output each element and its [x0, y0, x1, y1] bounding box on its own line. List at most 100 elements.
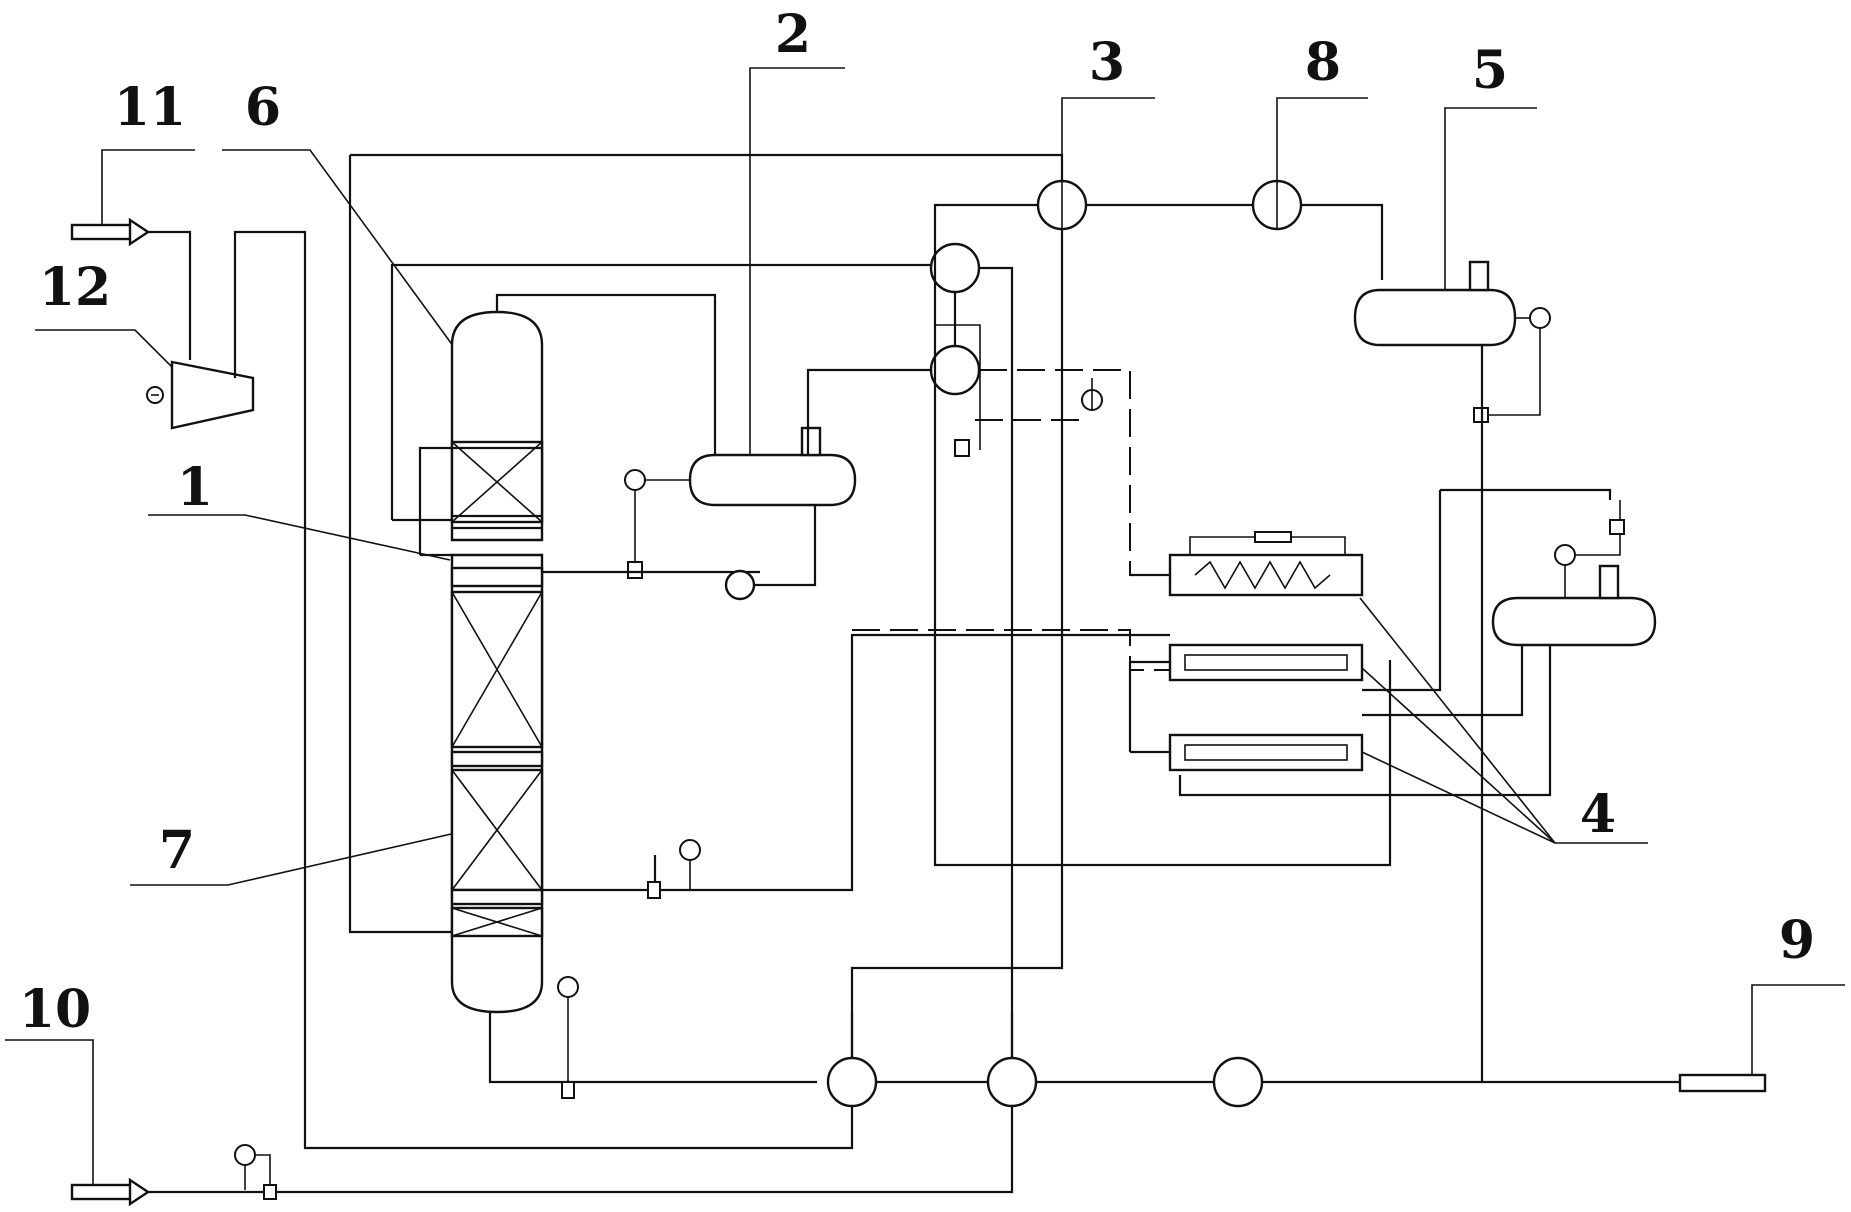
blower-body: [170, 360, 255, 430]
label-5-leader: [1444, 107, 1537, 320]
label-7-text: 7: [159, 820, 195, 881]
column-7-lower: [450, 553, 544, 1014]
vessel-right: [1178, 500, 1657, 797]
label-1-text: 1: [177, 457, 213, 518]
vessel-2-gauge-icon: [624, 469, 646, 491]
label-3: 3: [1061, 32, 1155, 205]
distributor-3: [450, 888, 544, 906]
exchanger-bottom-1-shell: [826, 1056, 878, 1108]
heater-4c: [1128, 662, 1364, 772]
outlet-9: [1678, 1073, 1767, 1093]
line-10-feed: [148, 1012, 1014, 1194]
label-8-text: 8: [1305, 32, 1341, 93]
label-9-text: 9: [1779, 910, 1815, 971]
label-6-text: 6: [245, 77, 281, 138]
pump-icon: [724, 569, 756, 601]
heater-4a-terminal-icon: [1254, 531, 1292, 543]
vessel-5-gauge-icon: [1529, 307, 1551, 329]
exchanger-a-shell: [929, 242, 981, 294]
label-12: 12: [35, 257, 191, 386]
line-column-overhead: [495, 293, 717, 465]
label-3-text: 3: [1089, 32, 1125, 93]
label-4: 4: [1359, 597, 1648, 845]
label-11-text: 11: [114, 77, 186, 138]
label-6-leader: [222, 149, 479, 381]
line-to-vessel-2: [806, 368, 931, 455]
exchanger-bottom-2: [986, 1056, 1038, 1108]
valve-right-icon: [1609, 519, 1625, 535]
valve-10-icon: [263, 1184, 277, 1200]
vessel-right-nozzle: [1598, 564, 1620, 600]
distributor-2: [450, 750, 544, 768]
line-column-bottoms: [488, 1012, 817, 1084]
exchanger-bottom-3-shell: [1212, 1056, 1264, 1108]
label-9: 9: [1751, 910, 1845, 1077]
label-12-text: 12: [39, 257, 111, 318]
heater-4c-element: [1184, 744, 1348, 761]
line-dashed-to-4a: [979, 369, 1170, 576]
inlet-11-pipe: [70, 223, 134, 241]
label-1: 1: [148, 457, 451, 561]
label-4-leader-b: [1361, 667, 1556, 844]
label-2: 2: [749, 4, 845, 470]
vessel-2-shell: [688, 453, 857, 507]
label-5: 5: [1444, 40, 1537, 320]
line-right-to-heater-c: [1178, 645, 1552, 797]
flow-meter-10-icon: [234, 1144, 256, 1166]
heater-4c-body: [1168, 733, 1364, 772]
label-7: 7: [130, 820, 461, 886]
column-instruments: [557, 839, 701, 1099]
feed-inlet-11: [70, 217, 192, 360]
label-8-leader: [1276, 97, 1368, 205]
vessel-2-nozzle: [800, 426, 822, 457]
line-dashed-to-4b: [852, 629, 1170, 671]
valve-bottom-icon: [561, 1081, 575, 1099]
distributor-1: [450, 566, 544, 588]
blower-12: [146, 230, 854, 1150]
column-6-upper: [450, 310, 544, 542]
heater-4b-element: [1184, 654, 1348, 671]
heater-4a-coil: [1194, 560, 1331, 590]
label-10: 10: [5, 979, 94, 1190]
label-10-text: 10: [19, 979, 91, 1040]
vessel-right-shell: [1491, 596, 1657, 647]
line-bottom-1-up: [850, 229, 1064, 1058]
exchanger-8: [1251, 179, 1303, 231]
line-heater-top-return: [1440, 488, 1612, 500]
exchanger-3: [1036, 179, 1088, 231]
exchanger-bottom-3: [1212, 1056, 1264, 1108]
vessel-right-gauge-icon: [1554, 544, 1576, 566]
label-8: 8: [1276, 32, 1368, 205]
label-2-leader: [749, 67, 845, 470]
line-right-to-heater-b: [1362, 645, 1524, 717]
vessel-5: [1353, 260, 1551, 1082]
heater-4a: [1130, 531, 1364, 597]
inlet-10-pipe: [70, 1183, 134, 1201]
line-11-to-blower: [148, 230, 192, 360]
label-1-leader: [148, 514, 451, 561]
valve-7-icon: [647, 881, 661, 899]
valve-mid-icon: [954, 439, 970, 457]
label-4-text: 4: [1580, 784, 1616, 845]
label-10-leader: [5, 1039, 94, 1190]
heater-4b-body: [1168, 643, 1364, 682]
inlet-11-arrow-icon: [128, 217, 151, 247]
exchanger-bottom-1: [826, 1056, 878, 1108]
label-11: 11: [101, 77, 195, 230]
label-4-leader-c: [1361, 751, 1556, 844]
vessel-5-shell: [1353, 288, 1517, 347]
line-bypass-left: [348, 155, 452, 934]
label-2-text: 2: [775, 4, 811, 65]
label-9-leader: [1751, 984, 1845, 1077]
inlet-10-arrow-icon: [128, 1177, 151, 1207]
flow-meter-bottom-icon: [557, 976, 579, 998]
line-3-loop: [933, 203, 1392, 867]
column-side-loop: [418, 446, 452, 555]
vessel-5-nozzle: [1468, 260, 1490, 292]
line-column-mid-outlet: [542, 855, 657, 892]
label-11-leader: [101, 149, 195, 230]
label-12-leader: [35, 329, 191, 386]
line-8-to-5: [1301, 203, 1384, 280]
label-7-leader: [130, 831, 461, 886]
heater-4a-body: [1168, 553, 1364, 597]
